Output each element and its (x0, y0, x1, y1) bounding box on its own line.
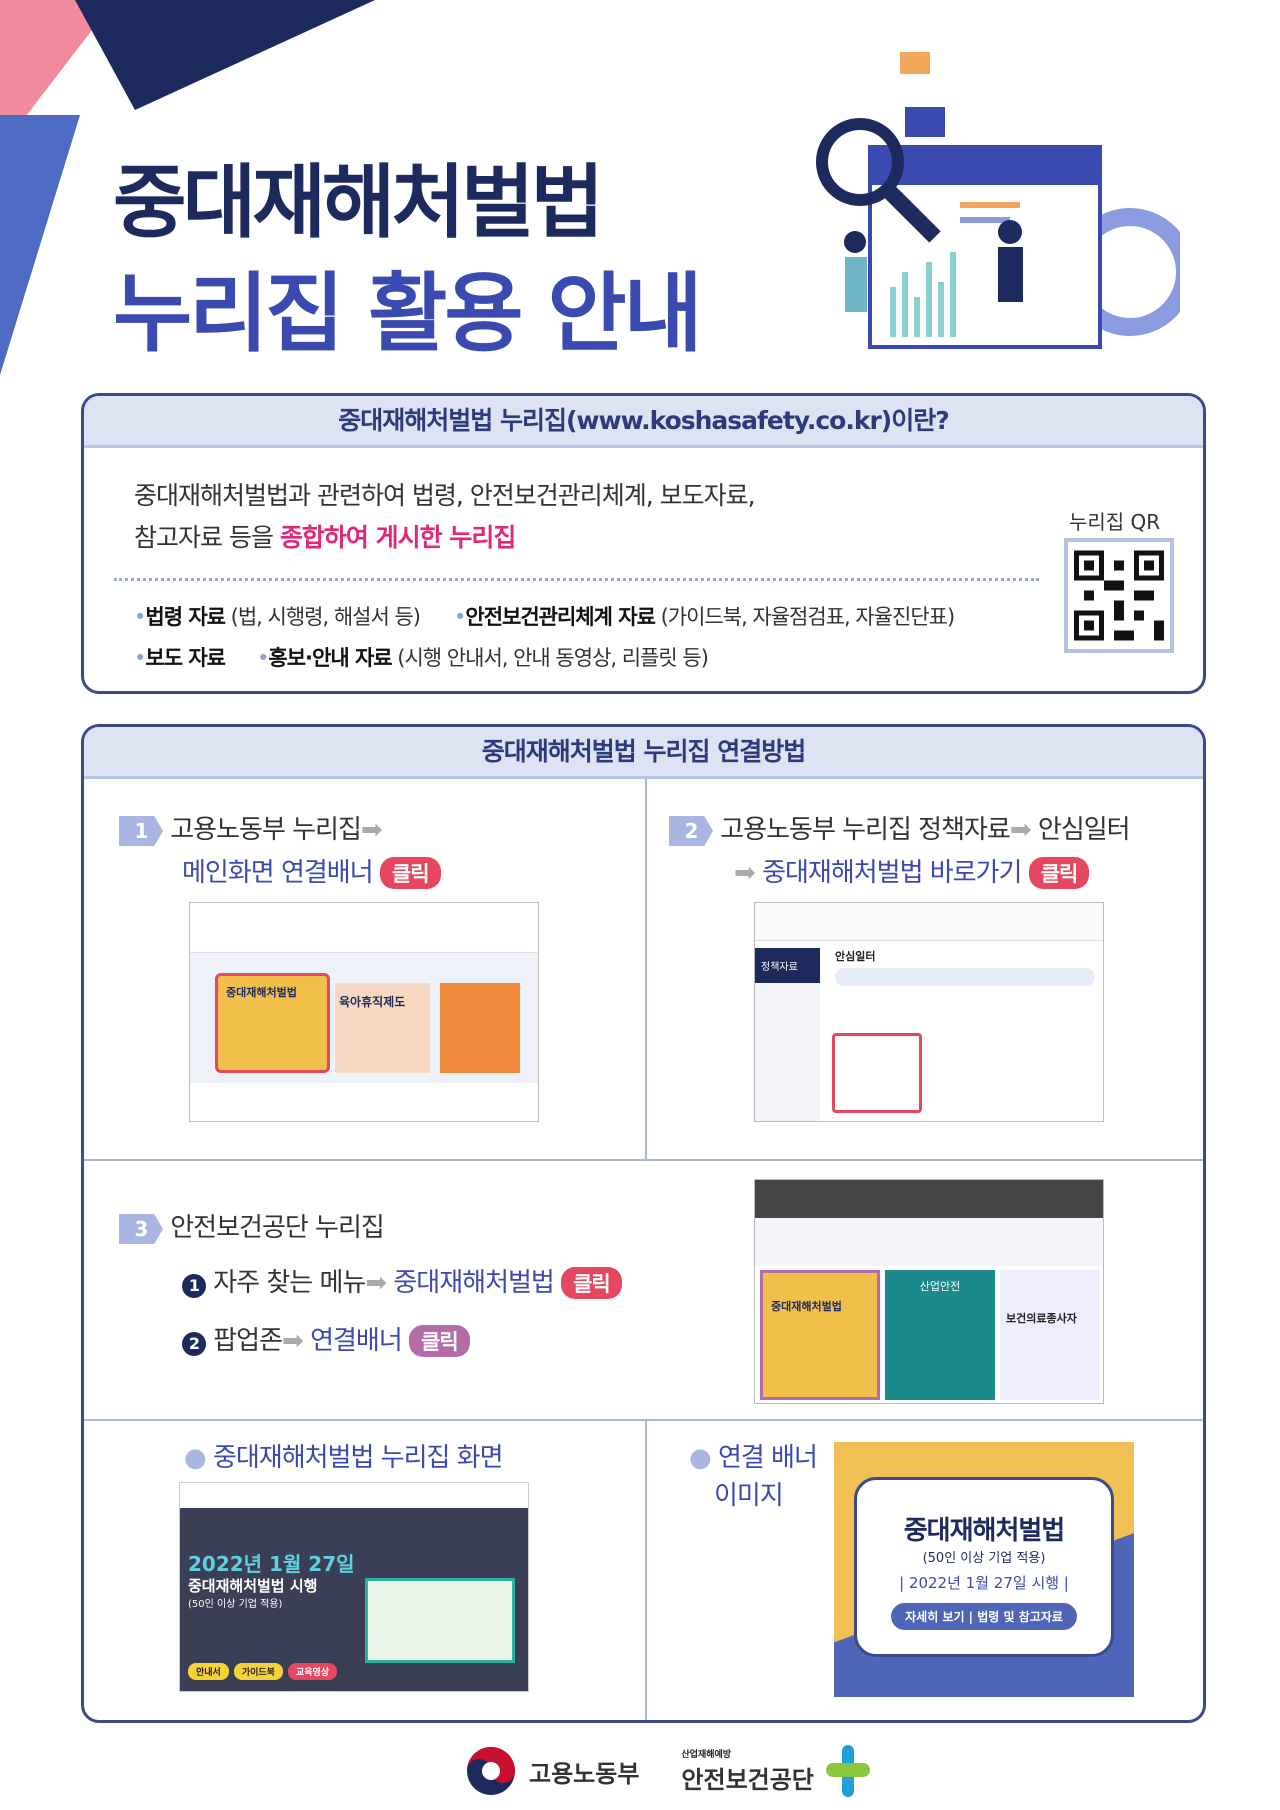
screen-label: ● 중대재해처벌법 누리집 화면 (184, 1443, 504, 1473)
connect-section: 중대재해처벌법 누리집 연결방법 1 고용노동부 누리집➡ 메인화면 연결배너 … (81, 724, 1206, 1723)
site-screenshot: 2022년 1월 27일 중대재해처벌법 시행 (50인 이상 기업 적용) 안… (179, 1482, 529, 1692)
click-badge: 클릭 (409, 1325, 470, 1357)
about-section: 중대재해처벌법 누리집(www.koshasafety.co.kr)이란? 중대… (81, 393, 1206, 694)
click-badge: 클릭 (1028, 857, 1090, 889)
about-item: •안전보건관리체계 자료 (가이드북, 자율점검표, 자율진단표) (454, 605, 955, 629)
divider (84, 1159, 1203, 1161)
connect-header: 중대재해처벌법 누리집 연결방법 (84, 727, 1203, 779)
about-item: •홍보·안내 자료 (시행 안내서, 안내 동영상, 리플릿 등) (257, 646, 709, 670)
click-badge: 클릭 (379, 857, 441, 889)
step3-sub1: 1 자주 찾는 메뉴➡ 중대재해처벌법 클릭 (182, 1262, 622, 1299)
step1-screenshot: 중대재해처벌법 육아휴직제도 (189, 902, 539, 1122)
about-item: •보도 자료 (134, 646, 226, 670)
qr-label: 누리집 QR (1069, 510, 1161, 534)
divider (645, 1419, 647, 1720)
banner-label: ● 연결 배너 (689, 1443, 818, 1473)
desc-highlight: 종합하여 게시한 누리집 (279, 523, 516, 552)
step1-line1: 1 고용노동부 누리집➡ (119, 809, 383, 846)
divider (84, 1419, 1203, 1421)
about-item: •법령 자료 (법, 시행령, 해설서 등) (134, 605, 421, 629)
step3-title: 3 안전보건공단 누리집 (119, 1207, 385, 1244)
step2-line1: 2 고용노동부 누리집 정책자료➡ 안심일터 (669, 809, 1131, 846)
moel-emblem-icon (467, 1747, 515, 1795)
dotted-divider (114, 578, 1039, 581)
corner-decoration (0, 115, 80, 375)
hero-illustration (810, 52, 1194, 357)
banner-label-2: 이미지 (714, 1481, 784, 1511)
banner-image[interactable]: 중대재해처벌법 (50인 이상 기업 적용) | 2022년 1월 27일 시행… (834, 1442, 1134, 1697)
kosha-cross-icon (825, 1745, 870, 1797)
divider (645, 779, 647, 1159)
about-desc-line1: 중대재해처벌법과 관련하여 법령, 안전보건관리체계, 보도자료, (134, 481, 756, 510)
desc-text: 참고자료 등을 (134, 523, 274, 552)
step2-screenshot: 정책자료 안심일터 (754, 902, 1104, 1122)
about-desc-line2: 참고자료 등을 종합하여 게시한 누리집 (134, 518, 516, 554)
page-title: 중대재해처벌법 (113, 156, 604, 249)
moel-name: 고용노동부 (529, 1759, 640, 1788)
step2-line2: ➡ 중대재해처벌법 바로가기 클릭 (734, 852, 1090, 889)
footer-logos: 고용노동부 산업재해예방 안전보건공단 (465, 1745, 870, 1797)
qr-code[interactable] (1064, 538, 1174, 653)
kosha-logo: 산업재해예방 안전보건공단 (681, 1750, 814, 1794)
click-badge: 클릭 (561, 1267, 622, 1299)
step3-screenshot: 중대재해처벌법 산업안전 보건의료종사자 (754, 1179, 1104, 1404)
page-subtitle: 누리집 활용 안내 (113, 264, 703, 364)
step3-sub2: 2 팝업존➡ 연결배너 클릭 (182, 1320, 470, 1357)
about-header: 중대재해처벌법 누리집(www.koshasafety.co.kr)이란? (84, 396, 1203, 448)
step1-line2: 메인화면 연결배너 클릭 (182, 852, 441, 889)
corner-decoration (75, 0, 375, 110)
